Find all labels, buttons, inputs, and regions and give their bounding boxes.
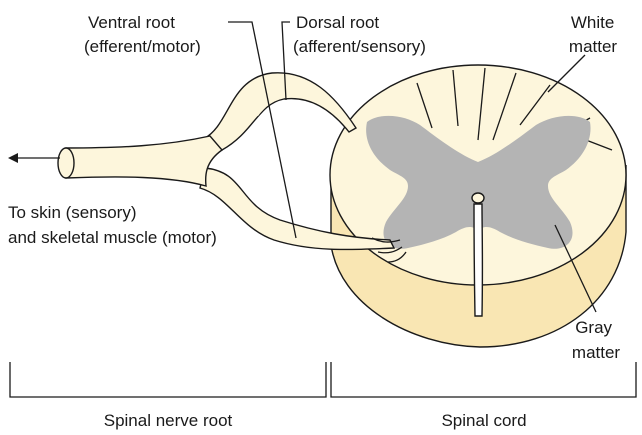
to-skin-label: To skin (sensory) and skeletal muscle (m…	[8, 203, 217, 247]
white-matter-label-line2: matter	[569, 37, 618, 56]
white-matter-label-line1: White	[571, 13, 614, 32]
ventral-median-fissure	[474, 204, 482, 316]
to-skin-label-line1: To skin (sensory)	[8, 203, 136, 222]
ventral-root-label: Ventral root (efferent/motor)	[84, 13, 201, 56]
gray-matter-label-line2: matter	[572, 343, 621, 362]
section-brackets	[10, 362, 636, 397]
arrow-left-icon	[8, 153, 60, 163]
dorsal-root-label-line2: (afferent/sensory)	[293, 37, 426, 56]
spinal-cord	[330, 65, 626, 347]
ventral-root-label-line2: (efferent/motor)	[84, 37, 201, 56]
spinal-cord-bracket	[331, 362, 636, 397]
to-skin-label-line2: and skeletal muscle (motor)	[8, 228, 217, 247]
gray-matter-label: Gray matter	[572, 318, 621, 362]
spinal-nerve-root-label: Spinal nerve root	[104, 411, 233, 430]
ventral-root-label-line1: Ventral root	[88, 13, 175, 32]
dorsal-root-label: Dorsal root (afferent/sensory)	[293, 13, 426, 56]
dorsal-root-label-line1: Dorsal root	[296, 13, 379, 32]
spinal-nerve-trunk	[66, 136, 222, 186]
dorsal-root	[205, 73, 356, 150]
nerve-cut-end	[58, 148, 74, 178]
central-canal	[472, 193, 484, 203]
spinal-nerve-root-bracket	[10, 362, 326, 397]
spinal-cord-label: Spinal cord	[441, 411, 526, 430]
gray-matter-label-line1: Gray	[575, 318, 612, 337]
white-matter-label: White matter	[569, 13, 619, 56]
